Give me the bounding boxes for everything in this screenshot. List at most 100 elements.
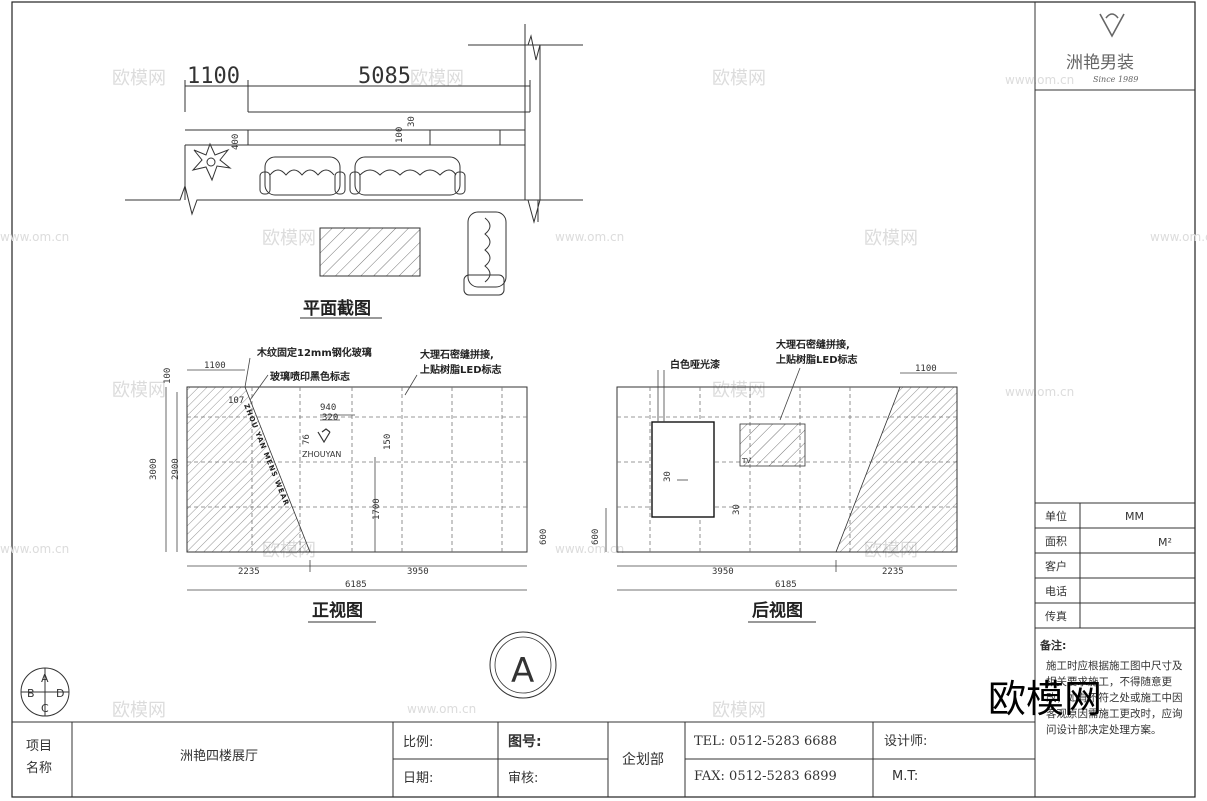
watermark-url: www.om.cn (407, 702, 476, 716)
designer-label: 设计师: (884, 734, 927, 749)
front-view (165, 357, 528, 591)
dim-76: 76 (302, 434, 312, 445)
dim-1100: 1100 (915, 364, 937, 374)
dim-1100: 1100 (187, 64, 240, 89)
front-dims: 1100 100 107 940 320 76 150 1700 600 300… (149, 361, 549, 590)
remarks-text: 施工时应根据施工图中尺寸及相关要求施工，不得随意更改，如有不符之处或施工中因客观… (1046, 660, 1183, 736)
dim-100: 100 (395, 127, 405, 143)
back-title: 后视图 (752, 600, 803, 621)
watermark: 欧模网 (410, 68, 464, 89)
watermark-url: www.om.cn (1005, 73, 1074, 87)
logo-text: ZHOUYAN (302, 450, 341, 459)
dim-2235: 2235 (238, 567, 260, 577)
dim-5085: 5085 (358, 64, 411, 89)
back-note-paint: 白色哑光漆 (670, 358, 720, 371)
watermark: 欧模网 (712, 68, 766, 89)
brand-name: 洲艳男装 (1066, 53, 1134, 73)
back-view (605, 367, 958, 591)
dim-600: 600 (539, 529, 549, 545)
svg-text:B: B (27, 687, 35, 700)
plan-dims: 1100 5085 400 30 100 (187, 64, 417, 150)
watermark-url: www.om.cn (555, 542, 624, 556)
row-label: 客户 (1045, 559, 1067, 573)
date-label: 日期: (403, 771, 433, 786)
row-value: MM (1125, 510, 1144, 523)
remarks-box: 施工时应根据施工图中尺寸及相关要求施工，不得随意更改，如有不符之处或施工中因客观… (1046, 660, 1183, 736)
tv-icon (739, 423, 806, 467)
row-label: 单位 (1045, 509, 1067, 523)
watermark: 欧模网 (262, 228, 316, 249)
back-note-led: 上贴树脂LED标志 (776, 353, 858, 366)
dim-30: 30 (663, 471, 673, 482)
title-block (1034, 2, 1195, 797)
dim-150: 150 (383, 434, 393, 450)
plan-view (125, 24, 583, 296)
plant-icon (191, 142, 232, 182)
dim-100: 100 (163, 368, 173, 384)
watermark-url: www.om.cn (0, 542, 69, 556)
watermark-url: www.om.cn (1150, 230, 1207, 244)
fax: FAX: 0512-5283 6899 (694, 769, 837, 784)
watermark-url: www.om.cn (0, 230, 69, 244)
row-label: 电话 (1045, 585, 1067, 598)
bottom-labels: 项目 名称 洲艳四楼展厅 比例: 日期: 图号: 审核: 企划部 TEL: 05… (26, 734, 927, 786)
drawing-no-label: 图号: (508, 734, 542, 750)
remarks-label: 备注: (1039, 638, 1066, 652)
zhouyan-logo-icon (317, 428, 331, 444)
front-note-led: 上贴树脂LED标志 (420, 363, 502, 376)
dim-2900: 2900 (171, 458, 181, 480)
watermark: 欧模网 (712, 380, 766, 401)
dim-1100: 1100 (204, 361, 226, 371)
dim-6185: 6185 (345, 580, 367, 590)
dim-400: 400 (231, 134, 241, 150)
compass-icon (20, 667, 70, 717)
row-label: 面积 (1045, 535, 1067, 548)
watermark-url: www.om.cn (1005, 385, 1074, 399)
front-notes: 木纹固定12mm钢化玻璃 玻璃喷印黑色标志 大理石密缝拼接, 上贴树脂LED标志 (256, 346, 502, 383)
svg-text:C: C (41, 702, 49, 715)
project-label: 名称 (26, 760, 52, 776)
project-name: 洲艳四楼展厅 (180, 748, 258, 764)
scale-label: 比例: (403, 735, 433, 750)
bottom-title-row (12, 721, 1035, 797)
watermark-big: 欧模网 (988, 677, 1102, 721)
dim-320: 320 (322, 413, 338, 423)
back-note-marble: 大理石密缝拼接, (776, 338, 850, 351)
back-dims: 1100 30 30 600 3950 2235 6185 (591, 364, 937, 590)
watermark-url-layer: www.om.cn www.om.cn www.om.cn www.om.cn … (0, 73, 1207, 716)
dim-107: 107 (228, 396, 244, 406)
dim-2235: 2235 (882, 567, 904, 577)
sheet-border (11, 1, 1196, 798)
row-value: M² (1158, 536, 1172, 549)
sofa-icon (259, 156, 507, 296)
coffee-table (319, 227, 421, 277)
section-marker (489, 631, 557, 699)
compass-letters: A B C D (27, 672, 64, 715)
dim-30: 30 (732, 504, 742, 515)
svg-text:D: D (56, 687, 64, 700)
review-label: 审核: (508, 771, 538, 786)
back-notes: 白色哑光漆 大理石密缝拼接, 上贴树脂LED标志 (670, 338, 858, 371)
front-title: 正视图 (312, 600, 363, 621)
front-note-glass: 木纹固定12mm钢化玻璃 (256, 346, 372, 359)
title-block-rows: 单位 MM 面积 M² 客户 电话 传真 (1045, 509, 1172, 623)
watermark: 欧模网 (864, 228, 918, 249)
dim-3950: 3950 (407, 567, 429, 577)
dim-940: 940 (320, 403, 336, 413)
brand-since: Since 1989 (1093, 75, 1138, 84)
project-label: 项目 (26, 739, 52, 754)
tel: TEL: 0512-5283 6688 (694, 734, 837, 749)
dept-label: 企划部 (622, 751, 664, 768)
plan-title: 平面截图 (303, 298, 371, 319)
watermark: 欧模网 (712, 700, 766, 721)
dim-3950: 3950 (712, 567, 734, 577)
row-label: 传真 (1045, 609, 1067, 623)
watermark: 欧模网 (112, 68, 166, 89)
svg-text:A: A (41, 672, 49, 685)
dim-600: 600 (591, 529, 601, 545)
dim-6185: 6185 (775, 580, 797, 590)
watermark: 欧模网 (112, 700, 166, 721)
dim-1700: 1700 (372, 498, 382, 520)
mt-label: M.T: (892, 769, 918, 784)
watermark-url: www.om.cn (555, 230, 624, 244)
